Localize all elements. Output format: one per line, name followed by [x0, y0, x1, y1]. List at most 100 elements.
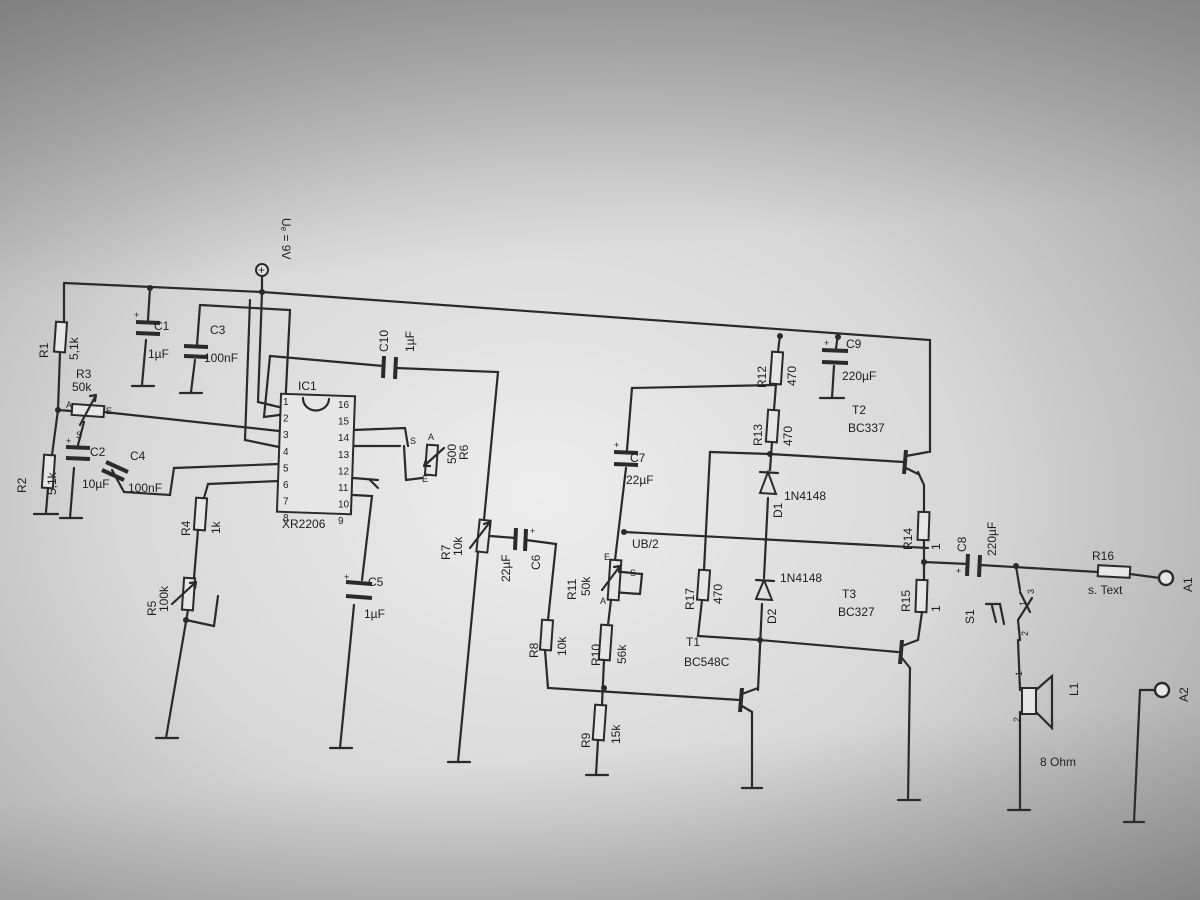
ub2-net-label: UB/2: [632, 537, 659, 551]
capacitor-c10: [381, 355, 398, 380]
resistor-r15: [914, 578, 929, 614]
r12-ref: R12: [755, 366, 769, 388]
junction-dot: [147, 285, 153, 291]
r17-value: 470: [711, 584, 725, 604]
ic-pin-9: 9: [338, 516, 344, 527]
diodes: 1N4148 D1 1N4148 D2: [754, 469, 826, 624]
r16-ref: R16: [1092, 549, 1114, 563]
wire: [594, 738, 600, 777]
c3-ref: C3: [210, 323, 226, 337]
wire: [110, 462, 281, 497]
supply-rail: [62, 281, 932, 454]
junction-dot: [757, 637, 763, 643]
wire: [68, 466, 76, 520]
wire: [1014, 564, 1022, 592]
output-terminals: A1 A2: [1153, 569, 1195, 702]
wire: [524, 538, 558, 622]
junction-dot: [921, 559, 927, 565]
c10-ref: C10: [377, 330, 391, 352]
ic-pin-15: 15: [338, 417, 350, 428]
r15-ref: R15: [899, 590, 913, 612]
speaker-cone-icon: [1034, 673, 1054, 731]
ic-pin-7: 7: [283, 497, 289, 508]
c1-ref: C1: [154, 319, 170, 333]
s1-ref: S1: [963, 609, 977, 624]
r15-value: 1: [929, 605, 943, 612]
wire: [922, 560, 970, 566]
transistor-t2-icon: [904, 450, 930, 476]
r6-ref: R6: [457, 444, 471, 460]
wire: [600, 658, 606, 707]
junction-dot: [601, 685, 607, 691]
diode-d2-bar: [754, 578, 776, 583]
capacitor-c2: [65, 445, 91, 461]
diode-d1-icon: [758, 469, 778, 496]
wire: [1132, 688, 1157, 824]
wire: [916, 610, 924, 642]
wire: [606, 598, 613, 627]
c4-ref: C4: [130, 449, 146, 463]
c7-plus: +: [614, 440, 619, 450]
wire: [184, 594, 220, 628]
resistor-r10: [597, 623, 614, 662]
pot-wiper-icon: [600, 564, 622, 592]
resistor-r8: [538, 618, 555, 652]
pot-wiper-icon: [468, 520, 492, 550]
wire: [44, 486, 50, 514]
wire: [189, 358, 197, 394]
junction-dot: [1013, 563, 1019, 569]
capacitor-c4: [101, 460, 129, 482]
r9-ref: R9: [579, 732, 593, 748]
resistor-r14: [916, 510, 931, 542]
r4-ref: R4: [179, 520, 193, 536]
wire: [262, 354, 385, 419]
wire: [488, 534, 518, 540]
resistor-r13: [764, 408, 781, 444]
r5-ref: R5: [145, 600, 159, 616]
r7-ref: R7: [439, 544, 453, 560]
t3-ref: T3: [842, 587, 856, 601]
resistor-r9: [591, 703, 608, 742]
capacitor-c5: [345, 580, 373, 600]
wire: [756, 602, 764, 692]
wire: [708, 450, 906, 464]
c2-value: 10µF: [82, 477, 110, 491]
wire: [243, 298, 281, 449]
transistor-t1-icon: [740, 686, 760, 714]
t2-value: BC337: [848, 421, 885, 435]
capacitor-c8: [965, 553, 982, 578]
c10-value: 1µF: [403, 331, 417, 352]
supply-voltage-label: Uₑ = 9V: [279, 218, 293, 259]
wire: [630, 383, 777, 390]
wire: [402, 444, 424, 482]
r11-terminal-s: S: [630, 568, 636, 578]
junction-dot: [621, 529, 627, 535]
terminal-a2-icon: [1153, 681, 1171, 699]
wire: [76, 420, 86, 447]
r6-terminal-a: A: [428, 432, 434, 442]
r4-value: 1k: [209, 520, 223, 534]
ic-pin-16: 16: [338, 400, 350, 411]
wire: [102, 410, 281, 433]
ic-pin-10: 10: [338, 500, 350, 511]
ic-ref: IC1: [298, 379, 317, 393]
wire: [543, 648, 742, 702]
r16-value: s. Text: [1088, 583, 1123, 597]
r3-ref: R3: [76, 367, 92, 381]
speaker-icon: [1021, 687, 1037, 715]
wire: [140, 338, 148, 387]
c6-ref: C6: [529, 554, 543, 570]
supply-terminal-icon: [255, 263, 269, 277]
junction-dot: [767, 451, 773, 457]
wire: [394, 366, 500, 522]
pot-wiper-icon: [78, 393, 98, 427]
ic-pin-4: 4: [283, 447, 289, 458]
c2-ref: C2: [90, 445, 106, 459]
wire: [50, 350, 62, 457]
wire: [625, 386, 634, 452]
capacitors: + C1 1µF C3 100nF + C2 10µF C4 100nF + C…: [65, 310, 999, 621]
